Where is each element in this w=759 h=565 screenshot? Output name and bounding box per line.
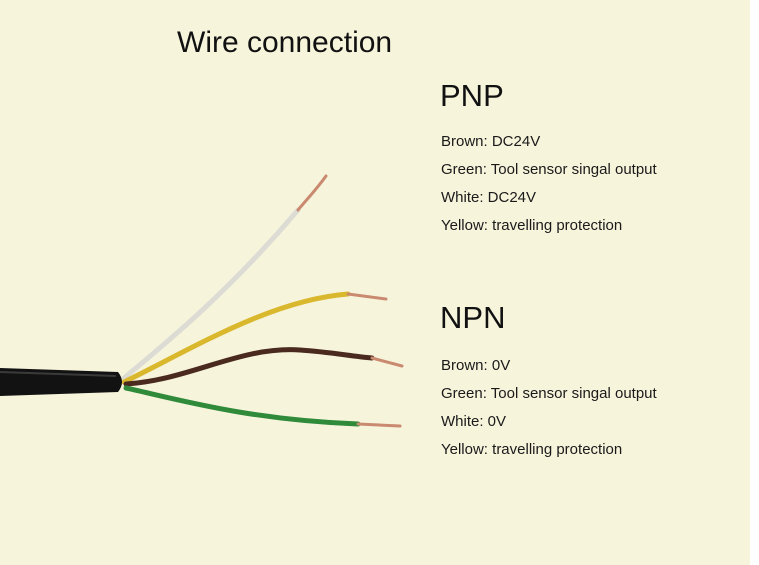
right-border [750,0,759,565]
wire-yellow [121,291,351,385]
pnp-line-white: White: DC24V [441,189,537,206]
npn-wire-list: Brown: 0V Green: Tool sensor singal outp… [441,357,657,469]
pnp-heading: PNP [440,78,504,113]
npn-line-yellow: Yellow: travelling protection [441,441,623,458]
wire-white [121,207,301,381]
pnp-line-yellow: Yellow: travelling protection [441,217,623,234]
wire-green-copper [356,422,402,428]
pnp-line-green: Green: Tool sensor singal output [441,161,657,178]
wire-yellow-copper [346,292,388,301]
npn-heading: NPN [440,300,506,335]
wire-brown [123,347,375,387]
pnp-line-brown: Brown: DC24V [441,133,541,150]
wire-brown-copper [370,356,404,368]
pnp-wire-list: Brown: DC24V Green: Tool sensor singal o… [441,133,657,245]
wire-green [123,385,361,427]
npn-line-white: White: 0V [441,413,507,430]
wire-white-copper [296,174,328,212]
page-title: Wire connection [177,26,393,59]
npn-line-green: Green: Tool sensor singal output [441,385,657,402]
npn-line-brown: Brown: 0V [441,357,511,374]
